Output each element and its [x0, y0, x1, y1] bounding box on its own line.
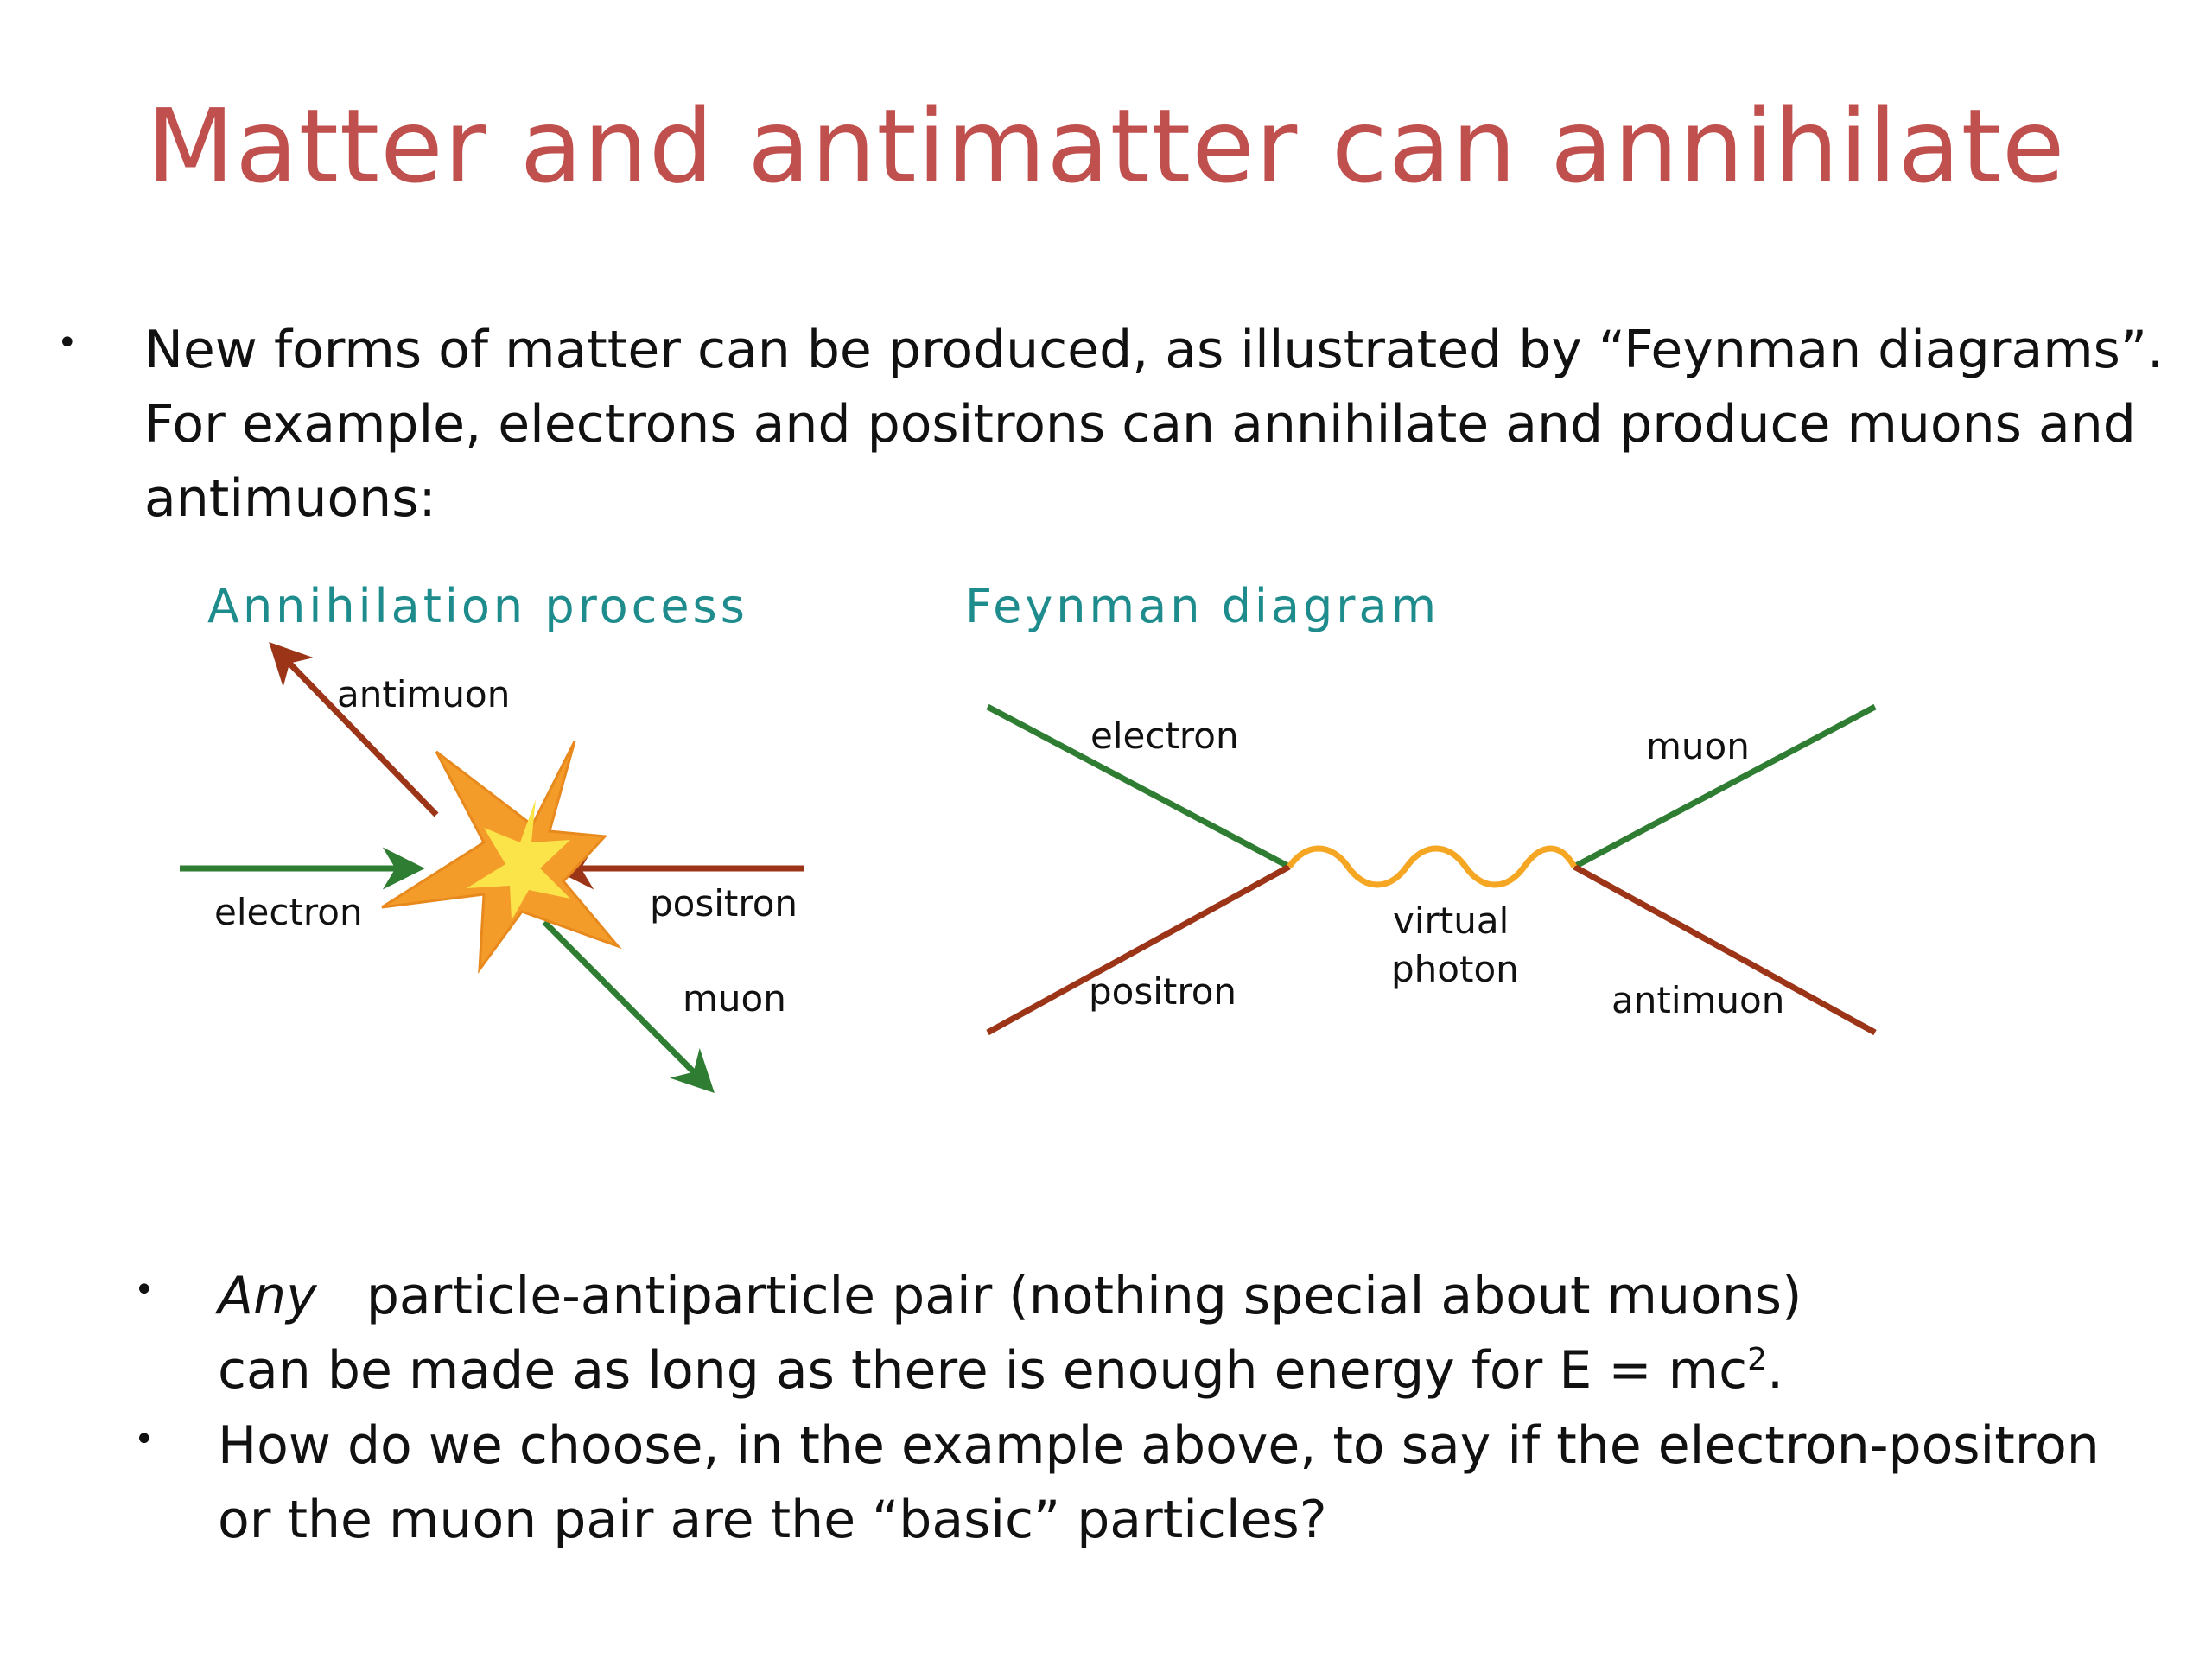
- muon-arrow: [542, 919, 715, 1093]
- annihilation-label-muon: muon: [683, 977, 786, 1020]
- bullet-3-line-2: or the muon pair are the “basic” particl…: [218, 1490, 1327, 1550]
- feynman-electron-line: [986, 703, 1291, 870]
- slide-title: Matter and antimatter can annihilate: [146, 86, 2066, 206]
- bullet-marker: •: [134, 1420, 155, 1459]
- bullet-marker: •: [134, 1270, 155, 1310]
- feynman-label-electron: electron: [1090, 715, 1239, 757]
- virtual-photon-wave: [1287, 845, 1578, 888]
- annihilation-heading: Annihilation process: [207, 579, 748, 633]
- feynman-muon-line: [1573, 703, 1877, 870]
- feynman-label-positron: positron: [1089, 970, 1236, 1013]
- feynman-diagram: electron positron muon antimuon virtual …: [986, 703, 1877, 1036]
- bullet-3-text: How do we choose, in the example above, …: [218, 1408, 2119, 1557]
- bullet-2-line-2-main: can be made as long as there is enough e…: [218, 1340, 1748, 1401]
- feynman-label-photon: photon: [1391, 948, 1519, 990]
- explosion-inner: [467, 799, 570, 920]
- bullet-2-emphasis: Any: [218, 1266, 317, 1326]
- annihilation-label-antimuon: antimuon: [337, 673, 510, 715]
- bullet-2-line-1: Any particle-antiparticle pair (nothing …: [218, 1259, 2119, 1333]
- antimuon-arrow: [269, 641, 439, 817]
- bullet-2-line-2: can be made as long as there is enough e…: [218, 1333, 2119, 1408]
- feynman-label-antimuon: antimuon: [1611, 979, 1784, 1021]
- feynman-antimuon-line: [1573, 863, 1877, 1036]
- feynman-label-muon: muon: [1646, 725, 1750, 767]
- bullet-1-line-2: For example, electrons and positrons can…: [144, 394, 2136, 454]
- annihilation-diagram: antimuon electron positron muon: [180, 641, 804, 1093]
- bullet-1-line-3: antimuons:: [144, 468, 436, 529]
- feynman-positron-line: [986, 863, 1291, 1036]
- annihilation-label-electron: electron: [214, 891, 363, 933]
- bullet-2-line-1-rest: particle-antiparticle pair (nothing spec…: [365, 1266, 1802, 1326]
- bullet-marker: •: [57, 323, 78, 363]
- annihilation-label-positron: positron: [650, 882, 798, 925]
- explosion-icon: [381, 741, 622, 974]
- bullet-1-text: New forms of matter can be produced, as …: [144, 313, 2164, 536]
- bullet-3-line-1: How do we choose, in the example above, …: [218, 1415, 2100, 1476]
- bullet-1-line-1: New forms of matter can be produced, as …: [144, 320, 2164, 380]
- feynman-label-virtual: virtual: [1393, 899, 1509, 942]
- feynman-heading: Feynman diagram: [965, 579, 1440, 633]
- explosion-outer: [381, 741, 622, 974]
- bullet-2-superscript: 2: [1747, 1342, 1768, 1377]
- bullet-2-line-2-end: .: [1767, 1340, 1784, 1401]
- bullet-2-text: Any particle-antiparticle pair (nothing …: [218, 1259, 2119, 1408]
